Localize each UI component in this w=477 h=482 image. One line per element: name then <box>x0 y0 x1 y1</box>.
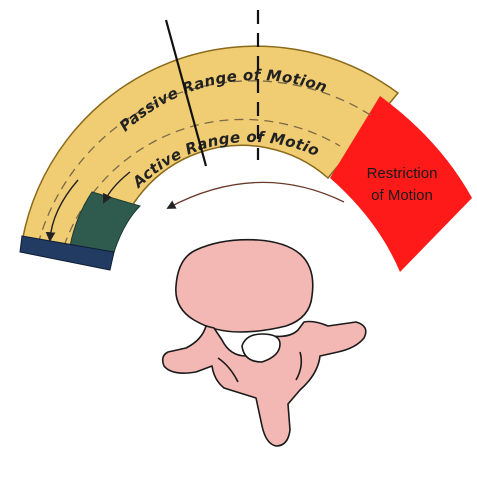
restriction-label-line-1: Restriction <box>367 165 438 182</box>
vertebral-body <box>176 240 313 332</box>
restriction-label-line-2: of Motion <box>371 187 433 204</box>
vertebra-icon <box>163 240 366 446</box>
motion-arrow-icon <box>168 182 344 208</box>
